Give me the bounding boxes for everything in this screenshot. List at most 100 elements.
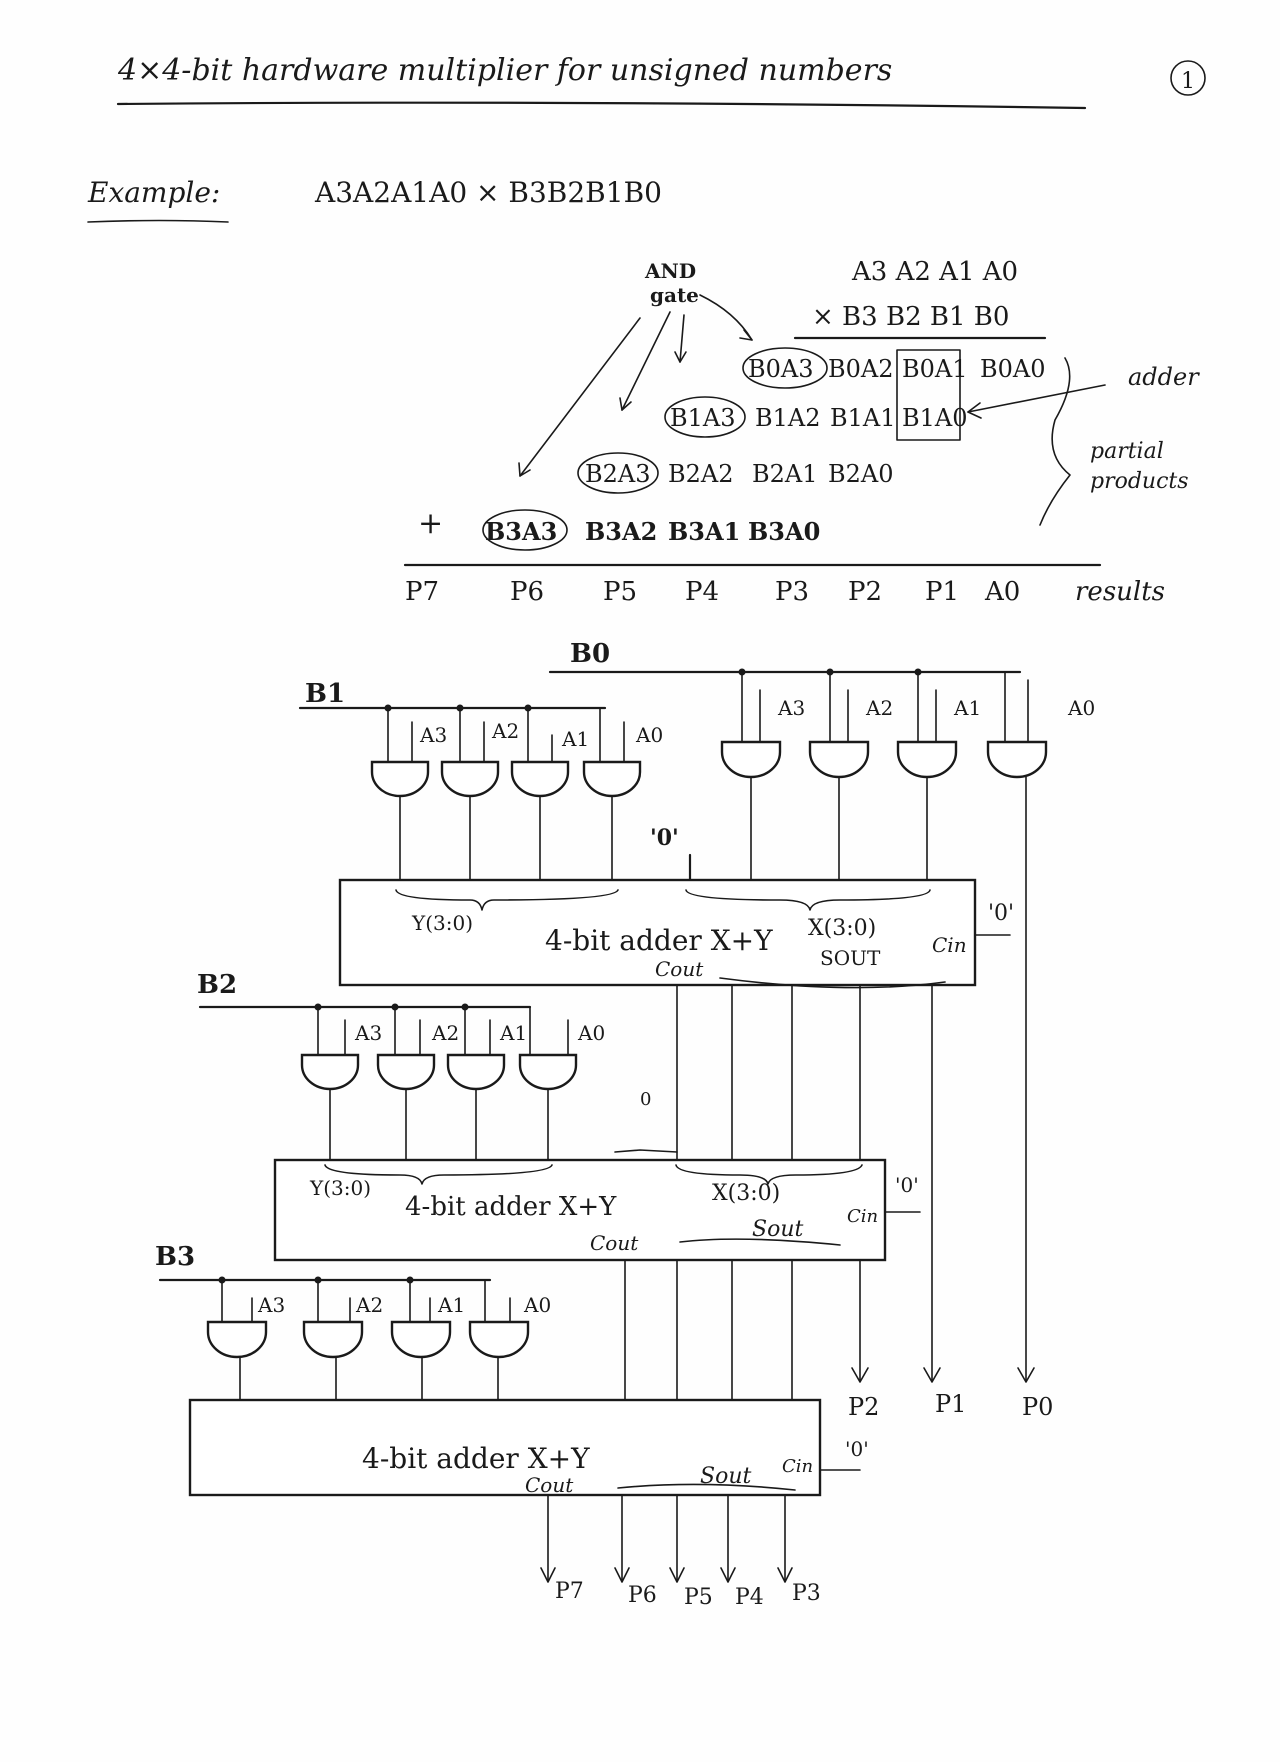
output-p4: P4 (735, 1585, 764, 1610)
adder-1-y-brace (395, 889, 619, 911)
pp-b0a0: B0A0 (980, 355, 1046, 383)
page-number: 1 (1181, 69, 1195, 94)
b1-gate-outputs (399, 795, 613, 881)
b3-label-a2: A2 (355, 1293, 383, 1317)
result-p1: P1 (925, 577, 959, 607)
adder-2-x: X(3:0) (712, 1181, 780, 1206)
partial-row-2: B2A3 B2A2 B2A1 B2A0 (585, 460, 894, 488)
b0-label-a2: A2 (865, 696, 893, 720)
and-gate-b2a3 (300, 1053, 360, 1091)
adder-2-box (273, 1158, 887, 1262)
b3-label-a1: A1 (437, 1293, 465, 1317)
b1-label-a0: A0 (635, 723, 663, 747)
b1-label-a1: A1 (561, 727, 589, 751)
adder-3-output-arrows (540, 1567, 793, 1583)
bus-label-b0: B0 (570, 639, 610, 669)
partial-row-0: B0A3 B0A2 B0A1 B0A0 (748, 355, 1046, 383)
adder-3: 4-bit adder X+Y Cout Sout Cin '0' (188, 1398, 869, 1497)
adder-note: adder (1128, 363, 1200, 391)
circle-b2a3 (577, 452, 659, 494)
adder-1-cin: Cin (932, 933, 967, 957)
page-number-circle (1170, 60, 1206, 96)
adder-2-y: Y(3:0) (309, 1176, 371, 1200)
and-gate-b1a3 (370, 760, 430, 798)
pp-b0a3: B0A3 (748, 355, 814, 383)
multiplier: × B3 B2 B1 B0 (812, 302, 1009, 332)
b2-label-a1: A1 (499, 1021, 527, 1045)
plus-sign: + (418, 506, 443, 541)
b0-gate-outputs (750, 776, 928, 881)
adder-1-name: 4-bit adder X+Y (545, 924, 773, 957)
and-gate-b3a1 (390, 1320, 452, 1359)
adder-3-outputs: P7 P6 P5 P4 P3 (540, 1494, 821, 1610)
circle-b0a3 (742, 347, 828, 389)
adder-2-cin-value: '0' (895, 1173, 919, 1197)
gate-row-b1: A3 A2 A1 A0 (370, 704, 663, 881)
cout1-to-adder2 (614, 1149, 678, 1153)
example-label: Example: (87, 176, 220, 209)
b2-label-a2: A2 (431, 1021, 459, 1045)
b2-a-inputs (344, 1019, 569, 1056)
b1-label-a3: A3 (419, 723, 447, 747)
b3-gate-outputs (239, 1356, 499, 1401)
arrow-head (967, 402, 982, 419)
b0-label-a0: A0 (1067, 696, 1095, 720)
partial-row-3: B3A3 B3A2 B3A1 B3A0 (485, 517, 820, 546)
junction-dot (314, 1003, 322, 1011)
pp-b0a1: B0A1 (902, 355, 968, 383)
and-gate-b2a0 (518, 1053, 578, 1091)
and-gate-b1a0 (582, 760, 642, 798)
arrow-head (739, 329, 753, 341)
p1-arrow (923, 1367, 941, 1383)
pp-b1a3: B1A3 (670, 404, 736, 432)
arrow-and-to-b3a3 (519, 317, 641, 477)
b3-a-inputs (251, 1297, 511, 1323)
page-title: 4×4-bit hardware multiplier for unsigned… (117, 53, 892, 88)
multiplicand: A3 A2 A1 A0 (851, 257, 1018, 287)
pp-b1a2: B1A2 (755, 404, 821, 432)
bus-label-b1: B1 (305, 679, 345, 709)
and-gate-b3a0 (468, 1320, 530, 1359)
b0-a-inputs (759, 679, 1029, 743)
pp-b2a1: B2A1 (752, 460, 818, 488)
junction-dot (314, 1276, 322, 1284)
partial-note-2: products (1090, 469, 1189, 494)
partial-row-1: B1A3 B1A2 B1A1 B1A0 (670, 404, 968, 432)
adder-1: Y(3:0) X(3:0) 4-bit adder X+Y Cout SOUT … (338, 878, 1014, 989)
arrow-adder (967, 384, 1106, 413)
output-p0: P0 (1022, 1393, 1053, 1421)
b3-label-a0: A0 (523, 1293, 551, 1317)
adder-2: Y(3:0) X(3:0) 4-bit adder X+Y Cout Sout … (273, 1158, 921, 1262)
adder-1-box (338, 878, 977, 987)
and-gate-label-1: AND (644, 259, 696, 283)
pp-b1a1: B1A1 (830, 404, 896, 432)
pp-b2a3: B2A3 (585, 460, 651, 488)
adder-1-cin-value: '0' (988, 901, 1014, 926)
pp-b1a0: B1A0 (902, 404, 968, 432)
junction-dot (456, 704, 464, 712)
b2-taps (317, 1006, 531, 1056)
adder-2-sout: Sout (752, 1217, 803, 1242)
adder-1-cout: Cout (655, 957, 704, 981)
result-p7: P7 (405, 577, 439, 607)
b2-label-a3: A3 (354, 1021, 382, 1045)
adder-2-sout-brace (679, 1238, 841, 1246)
adder-3-box (188, 1398, 822, 1497)
adder-2-cin: Cin (847, 1206, 878, 1227)
adder-3-name: 4-bit adder X+Y (362, 1442, 590, 1475)
and-gate-b3a2 (302, 1320, 364, 1359)
p0-arrow (1017, 1367, 1035, 1383)
adder-1-sum-wires (676, 984, 861, 1161)
b2-label-a0: A0 (577, 1021, 605, 1045)
result-p3: P3 (775, 577, 809, 607)
junction-dot (461, 1003, 469, 1011)
adder-column-box (896, 349, 961, 441)
adder-2-sum-wires (624, 1259, 793, 1401)
junction-dot (524, 704, 532, 712)
pp-b2a0: B2A0 (828, 460, 894, 488)
circle-b3a3 (482, 509, 568, 551)
adder-1-x-brace (685, 889, 931, 911)
b0-label-a3: A3 (777, 696, 805, 720)
title-underline (116, 101, 1087, 110)
